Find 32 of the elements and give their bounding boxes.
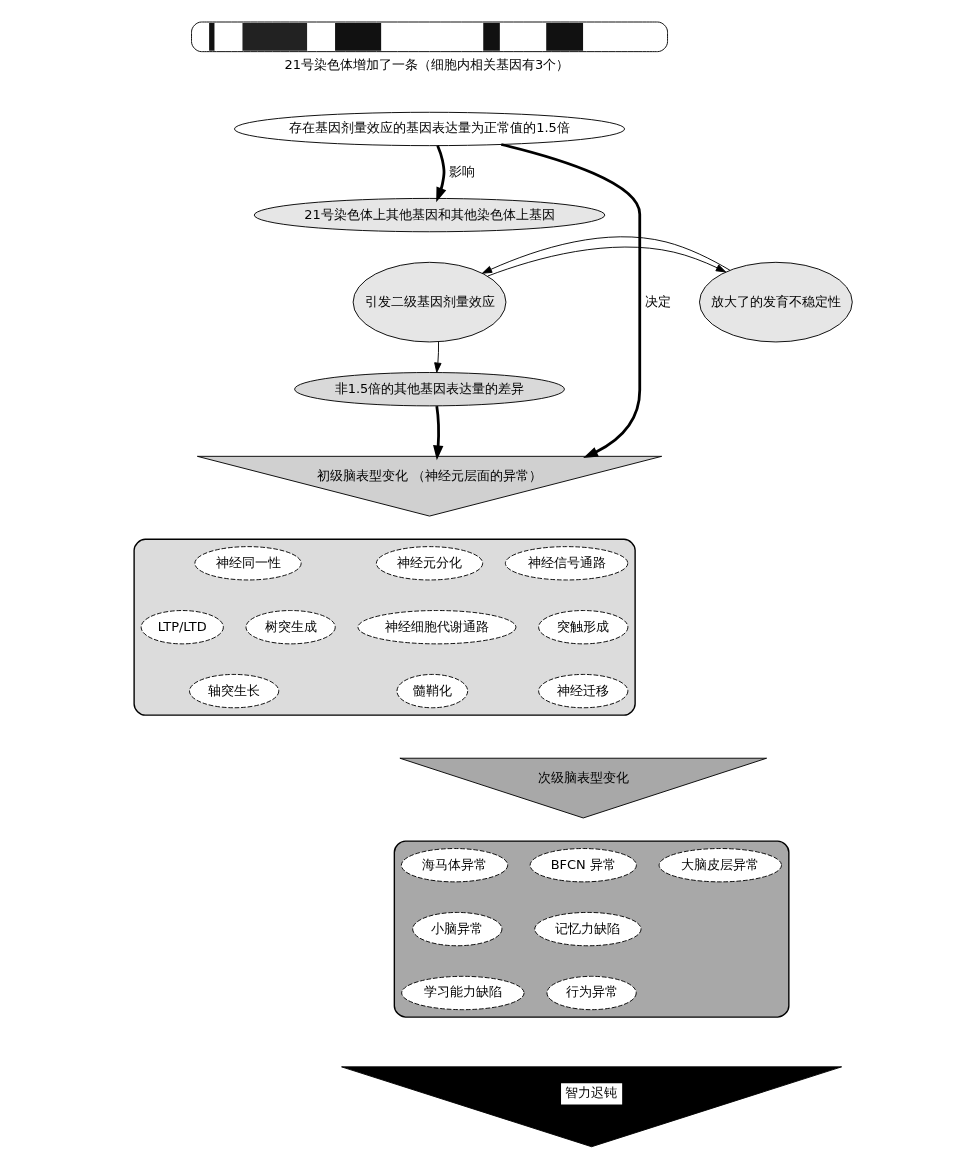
edge-label: 决定 bbox=[644, 294, 671, 310]
edge-label: 影响 bbox=[448, 163, 475, 179]
node-ellipse: 海马体异常 bbox=[400, 848, 508, 883]
node-ellipse: LTP/LTD bbox=[140, 610, 224, 645]
arrow bbox=[486, 246, 726, 277]
node-ellipse: 髓鞘化 bbox=[395, 673, 468, 709]
node-ellipse: 神经细胞代谢通路 bbox=[357, 610, 516, 645]
node-ellipse: 轴突生长 bbox=[188, 673, 279, 709]
cluster bbox=[132, 538, 636, 716]
node-ellipse: 存在基因剂量效应的基因表达量为正常值的1.5倍 bbox=[233, 111, 625, 147]
arrow bbox=[433, 341, 442, 373]
node-ellipse: 非1.5倍的其他基因表达量的差异 bbox=[293, 372, 565, 407]
node-ellipse: 神经同一性 bbox=[193, 546, 302, 581]
node-ellipse: 小脑异常 bbox=[411, 911, 502, 947]
arrow bbox=[500, 143, 641, 459]
node-ellipse: 学习能力缺陷 bbox=[400, 975, 525, 1011]
node-ellipse: BFCN 异常 bbox=[529, 848, 637, 883]
node-ellipse: 神经信号通路 bbox=[504, 546, 628, 581]
node-ellipse: 树突生成 bbox=[245, 610, 336, 645]
node-ellipse: 突触形成 bbox=[537, 610, 628, 645]
node-ellipse: 行为异常 bbox=[546, 975, 637, 1011]
node-ellipse: 神经迁移 bbox=[537, 673, 628, 709]
node-ellipse: 神经元分化 bbox=[375, 546, 483, 581]
arrow bbox=[481, 236, 730, 274]
cluster bbox=[393, 840, 790, 1018]
node-ellipse: 21号染色体上其他基因和其他染色体上基因 bbox=[253, 197, 605, 233]
arrow bbox=[432, 405, 443, 461]
node-ellipse: 记忆力缺陷 bbox=[533, 911, 641, 947]
arrow bbox=[435, 145, 446, 203]
node-ellipse: 大脑皮层异常 bbox=[658, 848, 782, 883]
node-ellipse: 引发二级基因剂量效应 bbox=[352, 261, 506, 343]
node-label: 21号染色体增加了一条（细胞内相关基因有3个） bbox=[284, 57, 569, 73]
